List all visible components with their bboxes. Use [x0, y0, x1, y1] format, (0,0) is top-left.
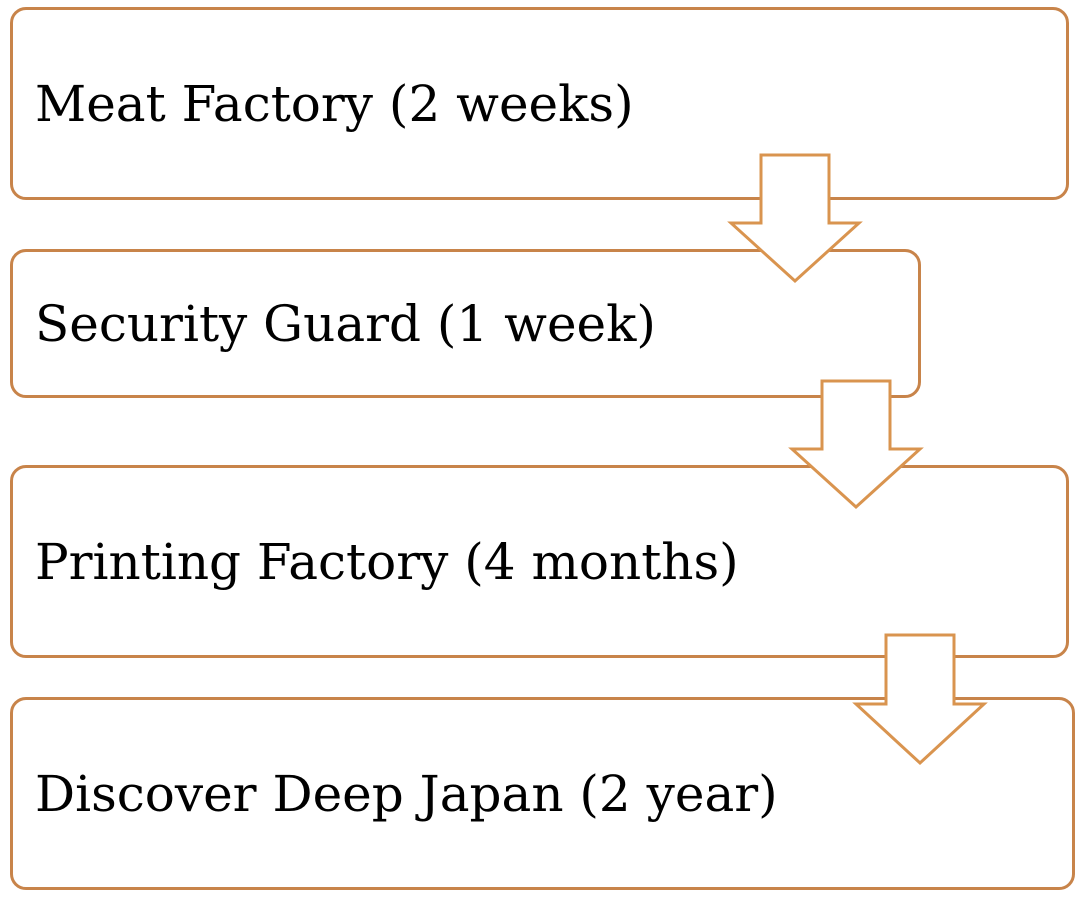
- step-label: Discover Deep Japan (2 year): [35, 764, 778, 823]
- down-arrow-icon: [727, 153, 863, 284]
- step-box-printing-factory: Printing Factory (4 months): [10, 465, 1069, 658]
- step-box-security-guard: Security Guard (1 week): [10, 249, 921, 398]
- down-arrow-icon: [852, 633, 988, 766]
- down-arrow-icon: [788, 379, 924, 510]
- step-label: Printing Factory (4 months): [35, 532, 739, 591]
- step-box-meat-factory: Meat Factory (2 weeks): [10, 7, 1069, 200]
- step-label: Security Guard (1 week): [35, 294, 656, 353]
- step-label: Meat Factory (2 weeks): [35, 74, 634, 133]
